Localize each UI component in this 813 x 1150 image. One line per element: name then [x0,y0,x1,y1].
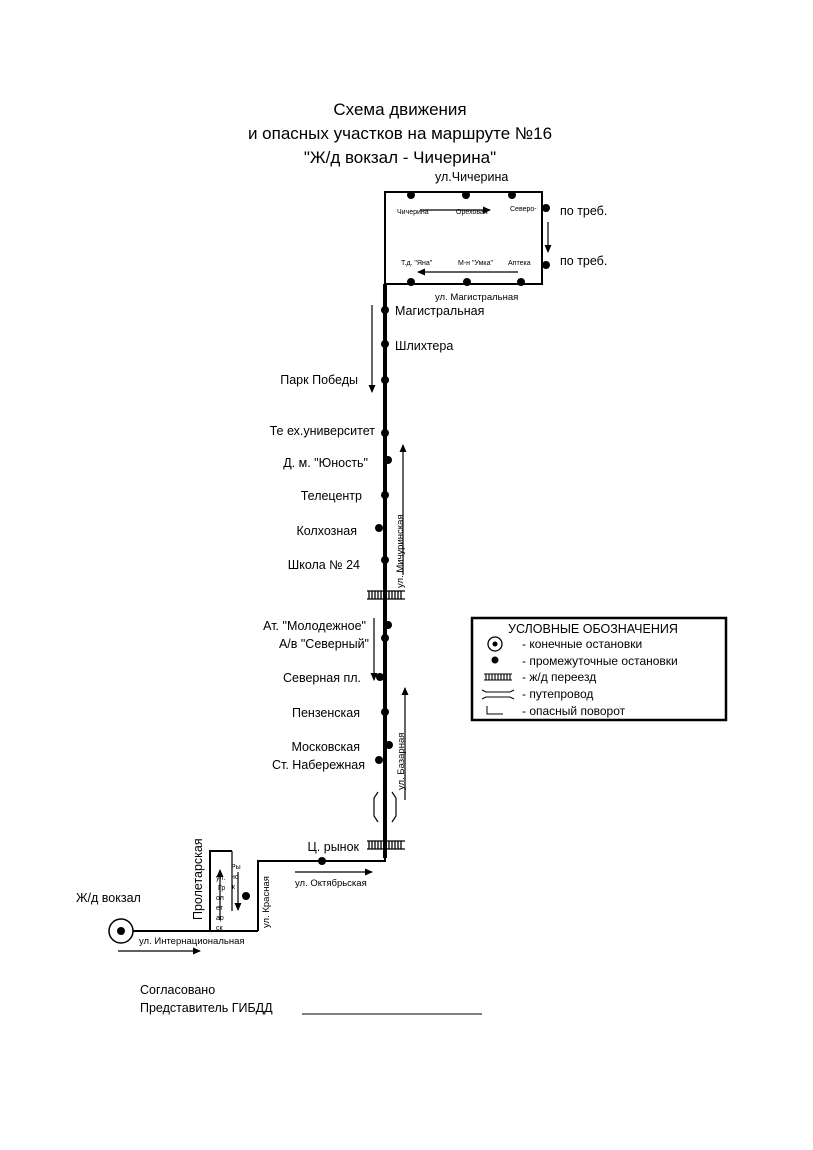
stop-dot [508,191,516,199]
railway-crossing-icon [484,673,512,681]
stop-dot [381,306,389,314]
stop-label: Ст. Набережная [272,758,365,772]
overpass-icon [481,689,515,700]
terminal-stop-icon [108,918,134,944]
on-request-label: по треб. [560,204,607,218]
stop-label: Д. м. "Юность" [283,456,368,470]
diagram-title: Схема движения и опасных участков на мар… [248,100,552,167]
approval-representative: Представитель ГИБДД [140,1001,273,1015]
legend-item-text: - ж/д переезд [522,670,596,684]
street-label: ул.Чичерина [435,170,508,184]
street-label: к [232,884,236,891]
railway-crossing-icon [367,840,405,850]
legend-item-text: - промежуточные остановки [522,654,678,668]
street-label: Ры [231,864,241,871]
stop-dot [381,429,389,437]
stop-label: Ж/д вокзал [76,891,141,905]
stop-dot [381,634,389,642]
street-label: ул. Октябрьская [295,878,367,889]
stops [242,191,550,900]
stop-label: Колхозная [296,524,357,538]
oktyabrskaya-line [257,858,386,931]
title-line-1: Схема движения [333,100,466,119]
street-labels: ул.Чичерина ул. Магистральная ул. Мичури… [139,170,518,947]
stop-label: Ат. "Молодежное" [263,619,366,633]
street-label: ул. [216,875,225,882]
stop-dot [381,491,389,499]
on-request-label: по треб. [560,254,607,268]
stop-label: Школа № 24 [288,558,360,572]
stop-label: Пензенская [292,706,360,720]
loop-stop-label: Чичерина [397,209,429,216]
loop-stop-label: Аптека [508,260,531,267]
stop-dot [318,857,326,865]
terminal-stop-icon [487,636,503,652]
stop-labels: Чичерина Ореховая Северо- Т.д. "Яна" М-н… [76,204,607,905]
street-label: ул. Базарная [396,733,407,790]
stop-label: Магистральная [395,304,484,318]
legend-item-text: - конечные остановки [522,637,642,651]
dangerous-turn-icon [486,706,503,715]
stop-dot [384,621,392,629]
stop-dot [381,376,389,384]
stop-label: Парк Победы [280,373,358,387]
street-label: ул. Мичуринская [395,514,406,588]
intermediate-stop-icon [491,656,499,664]
stop-dot [376,673,384,681]
stop-label: Шлихтера [395,339,453,353]
street-label: ск [216,925,224,932]
stop-dot [463,278,471,286]
overpass-icon [373,791,397,823]
stop-label: А/в "Северный" [279,637,369,651]
stop-dot [542,261,550,269]
stop-dot [375,524,383,532]
street-label: но [231,874,239,881]
stop-label: Те ех.университет [270,424,376,438]
stop-dot [381,708,389,716]
loop-stop-label: Т.д. "Яна" [401,260,433,267]
legend-item-text: - опасный поворот [522,704,626,718]
stop-dot [542,204,550,212]
stop-dot [375,756,383,764]
stop-dot [384,456,392,464]
street-label: ол [216,895,224,902]
street-label: ул. Интернациональная [139,936,245,947]
approval-agreed: Согласовано [140,983,215,997]
stop-dot [242,892,250,900]
western-line [209,850,258,932]
stop-dot [462,191,470,199]
loop-stop-label: Северо- [510,206,537,213]
title-line-3: "Ж/д вокзал - Чичерина" [304,148,496,167]
direction-arrows [118,206,552,955]
street-label: ул. Магистральная [435,292,518,303]
stop-label: Телецентр [301,489,362,503]
legend-item-text: - путепровод [522,687,593,701]
loop-stop-label: Ореховая [456,209,488,216]
title-line-2: и опасных участков на маршруте №16 [248,124,552,143]
stop-dot [385,741,393,749]
street-label: ар [216,915,224,922]
stop-dot [381,340,389,348]
stop-label: Ц. рынок [308,840,360,854]
street-label: Гр [218,885,225,892]
approval-block: Согласовано Представитель ГИБДД [140,983,482,1015]
loop-stop-label: М-н "Умка" [458,260,494,267]
stop-label: Северная пл. [283,671,361,685]
stop-dot [381,556,389,564]
railway-crossing-icon [367,590,405,600]
legend: УСЛОВНЫЕ ОБОЗНАЧЕНИЯ - конечные остановк… [470,616,728,722]
stop-dot [517,278,525,286]
stop-dot [407,191,415,199]
street-label: ет [216,905,224,912]
street-label: ул. Красная [261,876,272,928]
stop-label: Московская [291,740,360,754]
legend-title: УСЛОВНЫЕ ОБОЗНАЧЕНИЯ [508,622,678,636]
street-label: Пролетарская [191,838,205,920]
stop-dot [407,278,415,286]
